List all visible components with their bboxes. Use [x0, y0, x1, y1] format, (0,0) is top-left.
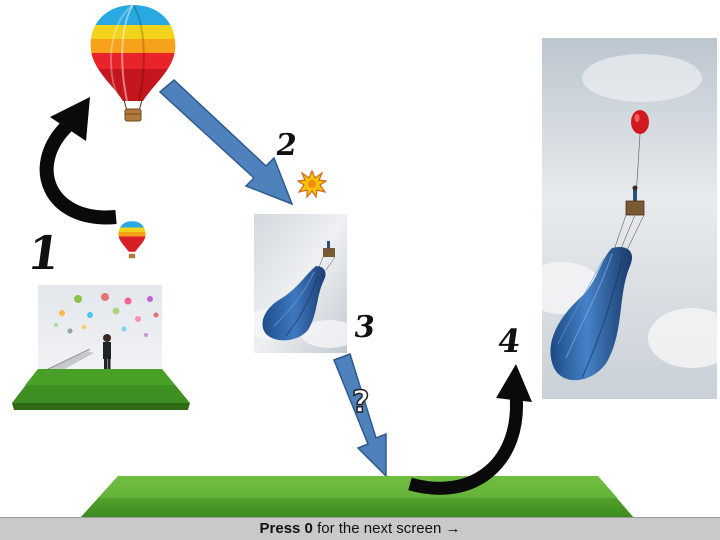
scene-2-deflating-balloon	[254, 214, 347, 353]
diagonal-arrow-3-icon	[333, 353, 387, 478]
step-number-3: 3	[351, 310, 378, 345]
step-number-1: 1	[24, 226, 64, 280]
grass-field	[80, 476, 634, 518]
curved-arrow-4-icon	[408, 364, 532, 495]
diagonal-arrow-2-icon	[158, 78, 294, 206]
footer-instruction-bar: Press 0 for the next screen →	[0, 517, 720, 540]
scene-1-man-with-balloons	[10, 285, 192, 412]
curved-arrow-1-icon	[39, 97, 117, 225]
starburst-icon	[297, 170, 327, 198]
footer-key-label: Press 0	[259, 520, 313, 537]
footer-rest-label: for the next screen	[317, 520, 442, 537]
small-hot-air-balloon-icon	[118, 221, 146, 259]
question-mark: ?	[351, 385, 370, 420]
big-hot-air-balloon-icon	[90, 5, 176, 122]
step-number-4: 4	[495, 322, 523, 360]
footer-arrow-right-icon: →	[445, 520, 461, 537]
scene-4-deflating-balloon-with-red-balloon	[542, 38, 717, 399]
